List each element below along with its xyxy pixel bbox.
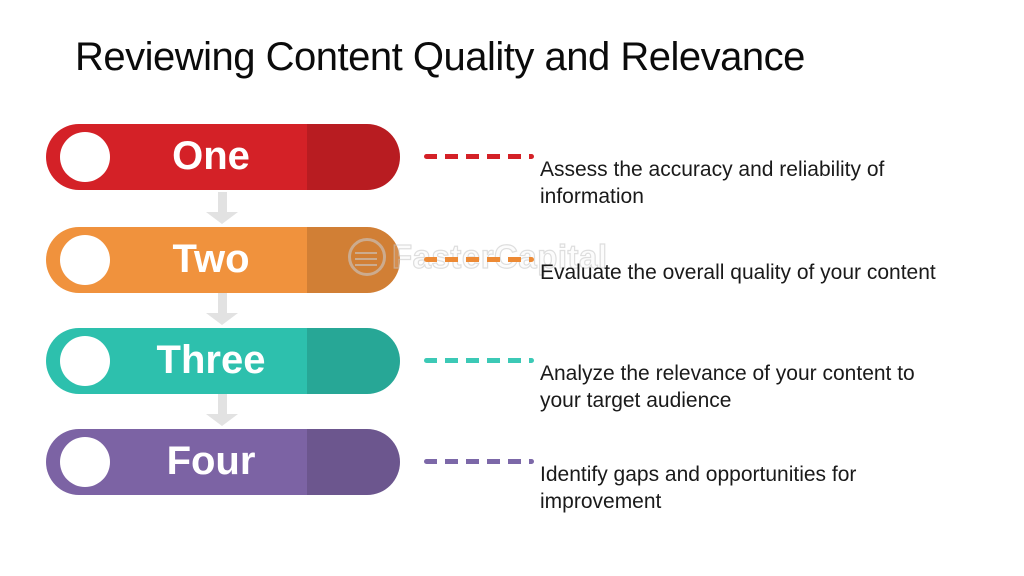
dashed-connector [424,459,534,464]
down-arrow-icon [206,192,238,224]
pill-shade [307,328,400,394]
step-description: Identify gaps and opportunities for impr… [540,461,1020,515]
description-line: Assess the accuracy and reliability of [540,158,885,181]
step-bullet-circle [60,235,110,285]
step-label: Two [172,237,250,281]
watermark-text: FasterCapital [391,237,607,276]
description-line: Evaluate the overall quality of your con… [540,261,936,284]
description-line: your target audience [540,389,732,412]
step-pill-three: Three [46,328,400,394]
step-bullet-circle [60,437,110,487]
dashed-connector [424,257,534,262]
fastercapital-logo-icon [348,238,386,276]
description-line: improvement [540,490,662,513]
step-pill-one: One [46,124,400,190]
step-description: Assess the accuracy and reliability of i… [540,156,1020,210]
watermark: FasterCapital [348,236,608,278]
step-pill-two: Two [46,227,400,293]
down-arrow-icon [206,394,238,426]
page-title: Reviewing Content Quality and Relevance [75,34,805,79]
description-line: Identify gaps and opportunities for [540,463,857,486]
step-bullet-circle [60,336,110,386]
step-description: Analyze the relevance of your content to… [540,360,1020,414]
pill-shade [307,429,400,495]
dashed-connector [424,358,534,363]
pill-shade [307,124,400,190]
description-line: Analyze the relevance of your content to [540,362,915,385]
step-bullet-circle [60,132,110,182]
step-label: One [172,134,250,178]
step-label: Four [166,439,256,483]
dashed-connector [424,154,534,159]
step-description: Evaluate the overall quality of your con… [540,259,1020,286]
step-label: Three [156,338,266,382]
description-line: information [540,185,644,208]
step-pill-four: Four [46,429,400,495]
down-arrow-icon [206,293,238,325]
